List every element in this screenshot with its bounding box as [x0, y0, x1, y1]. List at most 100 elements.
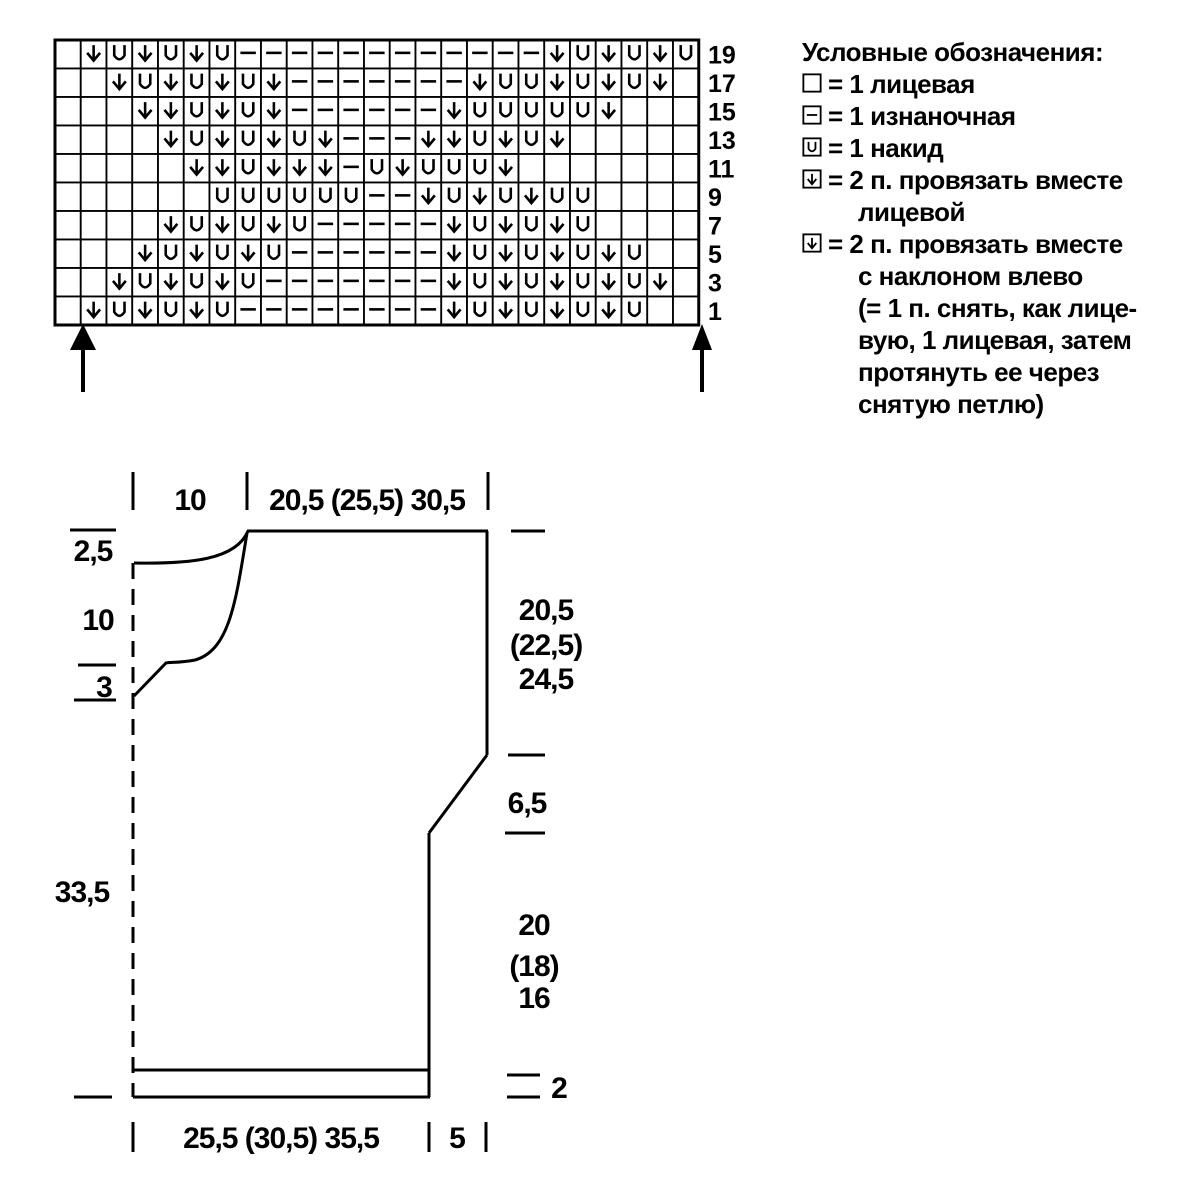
decrease-stitch-symbol: [523, 187, 539, 206]
decrease-stitch-symbol: [137, 301, 153, 320]
chart-cell: [672, 210, 700, 241]
chart-cell: [182, 124, 211, 155]
chart-cell: [131, 124, 159, 155]
right-arrow-icon: [692, 324, 712, 392]
chart-cell: [131, 267, 159, 298]
chart-cell: [285, 39, 314, 70]
chart-cell: [182, 67, 211, 98]
right-slope-edge: [427, 754, 489, 834]
chart-cell: [466, 96, 494, 127]
decrease-stitch-symbol: [549, 130, 565, 149]
chart-cell: [337, 210, 365, 241]
decrease-stitch-symbol: [549, 73, 565, 92]
chart-cell: [208, 238, 237, 269]
chart-cell: [363, 153, 391, 184]
chart-cell: [646, 295, 674, 326]
chart-cell: [569, 267, 597, 298]
measure-right-upper-2: (22,5): [510, 629, 582, 662]
yarn-over-symbol: [576, 244, 590, 261]
yarn-over-symbol: [524, 73, 538, 90]
decrease-stitch-symbol: [601, 273, 617, 291]
chart-cell: [311, 267, 340, 298]
decrease-stitch-symbol: [266, 216, 282, 234]
yarn-over-icon: [802, 137, 822, 157]
yarn-over-symbol: [267, 187, 281, 204]
chart-cell: [517, 124, 546, 155]
yarn-over-symbol: [164, 301, 178, 318]
yarn-over-symbol: [627, 45, 641, 61]
decrease-stitch-symbol: [498, 244, 514, 263]
chart-cell: [182, 210, 211, 241]
chart-cell: [105, 181, 134, 212]
yarn-over-symbol: [473, 216, 487, 232]
chart-cell: [594, 153, 623, 184]
yarn-over-symbol: [293, 130, 307, 147]
decrease-stitch-symbol: [111, 273, 127, 291]
chart-cell: [620, 67, 649, 98]
measure-right-lower-3: 16: [518, 982, 550, 1015]
chart-cell: [543, 181, 571, 212]
decrease-stitch-symbol: [395, 159, 411, 177]
chart-cell: [260, 39, 288, 70]
chart-cell: [54, 96, 82, 127]
row-number-label: 13: [708, 127, 736, 155]
chart-cell: [105, 295, 134, 326]
yarn-over-symbol: [164, 244, 178, 261]
chart-cell: [594, 181, 623, 212]
chart-cell: [285, 124, 314, 155]
chart-cell: [594, 124, 623, 155]
chart-cell: [131, 181, 159, 212]
decrease-stitch-symbol: [652, 273, 668, 291]
yarn-over-symbol: [447, 159, 461, 175]
chart-cell: [466, 210, 494, 241]
yarn-over-symbol: [576, 301, 590, 318]
chart-cell: [311, 96, 340, 127]
measure-top-right: 20,5 (25,5) 30,5: [269, 484, 465, 517]
decrease-stitch-symbol: [549, 45, 565, 63]
chart-cell: [54, 267, 82, 298]
measure-right-upper-1: 20,5: [519, 594, 574, 627]
legend-item-ssk: = 2 п. провязать вместе с наклоном влево…: [800, 228, 1190, 420]
decrease-stitch-symbol: [214, 159, 230, 177]
row-number-label: 19: [708, 41, 736, 69]
chart-cell: [414, 96, 443, 127]
chart-cell: [157, 238, 185, 269]
yarn-over-symbol: [524, 301, 538, 318]
yarn-over-symbol: [524, 102, 538, 118]
chart-cell: [54, 295, 82, 326]
chart-cell: [414, 295, 443, 326]
chart-cell: [388, 238, 417, 269]
yarn-over-symbol: [215, 244, 229, 261]
chart-cell: [311, 295, 340, 326]
chart-cell: [517, 153, 546, 184]
chart-cell: [260, 181, 288, 212]
decrease-stitch-symbol: [189, 301, 205, 320]
chart-cell: [182, 267, 211, 298]
yarn-over-symbol: [576, 273, 590, 289]
chart-cell: [620, 96, 649, 127]
legend-item-yarn-over: = 1 накид: [800, 132, 1190, 164]
chart-cell: [337, 238, 365, 269]
chart-cell: [517, 96, 546, 127]
chart-cell: [466, 267, 494, 298]
chart-cell: [569, 295, 597, 326]
chart-cell: [672, 67, 700, 98]
yarn-over-symbol: [421, 159, 435, 175]
chart-cell: [363, 210, 391, 241]
chart-cell: [363, 238, 391, 269]
legend-items: = 1 лицевая = 1 изнаночная = 1 накид = 2…: [800, 68, 1190, 420]
yarn-over-symbol: [524, 130, 538, 147]
legend: Условные обозначения: = 1 лицевая = 1 из…: [800, 36, 1190, 420]
chart-cell: [285, 267, 314, 298]
decrease-stitch-symbol: [472, 187, 488, 206]
yarn-over-symbol: [447, 187, 461, 204]
chart-cell: [337, 153, 365, 184]
chart-cell: [260, 238, 288, 269]
chart-cell: [672, 295, 700, 326]
chart-cell: [440, 39, 468, 70]
yarn-over-symbol: [112, 45, 126, 61]
decrease-stitch-symbol: [189, 244, 205, 263]
yarn-over-symbol: [267, 244, 281, 261]
decrease-stitch-symbol: [601, 45, 617, 63]
decrease-stitch-symbol: [446, 273, 462, 291]
